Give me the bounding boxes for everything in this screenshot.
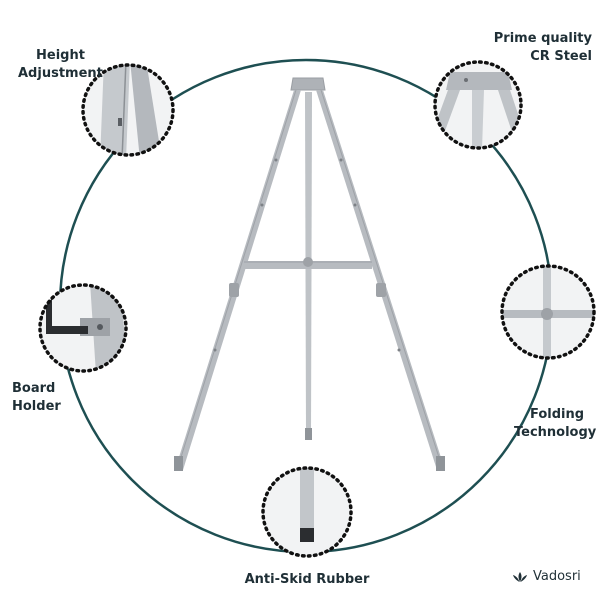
- label-line: Folding: [530, 407, 585, 422]
- label-line: Holder: [12, 399, 61, 414]
- rubber-foot-detail: [261, 466, 353, 558]
- brand-name: Vadosri: [533, 569, 581, 584]
- easel-stand: [174, 77, 445, 471]
- steel-top-detail: [433, 60, 523, 150]
- label-prime-quality: Prime quality CR Steel: [494, 30, 592, 66]
- label-line: CR Steel: [530, 49, 592, 64]
- label-line: Adjustment: [18, 66, 103, 81]
- label-board-holder: Board Holder: [12, 380, 61, 416]
- board-holder-detail: [38, 283, 128, 373]
- brand-mark: Vadosri: [512, 569, 581, 584]
- label-line: Anti-Skid Rubber: [244, 572, 370, 587]
- label-line: Board: [12, 381, 56, 396]
- label-line: Height: [36, 48, 85, 63]
- label-line: Technology: [514, 425, 597, 440]
- lotus-leaf-icon: [513, 571, 527, 582]
- label-folding-technology: Folding Technology: [514, 406, 596, 442]
- label-anti-skid: Anti-Skid Rubber: [230, 571, 384, 589]
- folding-joint-detail: [500, 264, 596, 360]
- label-height-adjustment: Height Adjustment: [18, 47, 103, 83]
- height-adjustment-detail: [81, 63, 175, 157]
- label-line: Prime quality: [493, 31, 592, 46]
